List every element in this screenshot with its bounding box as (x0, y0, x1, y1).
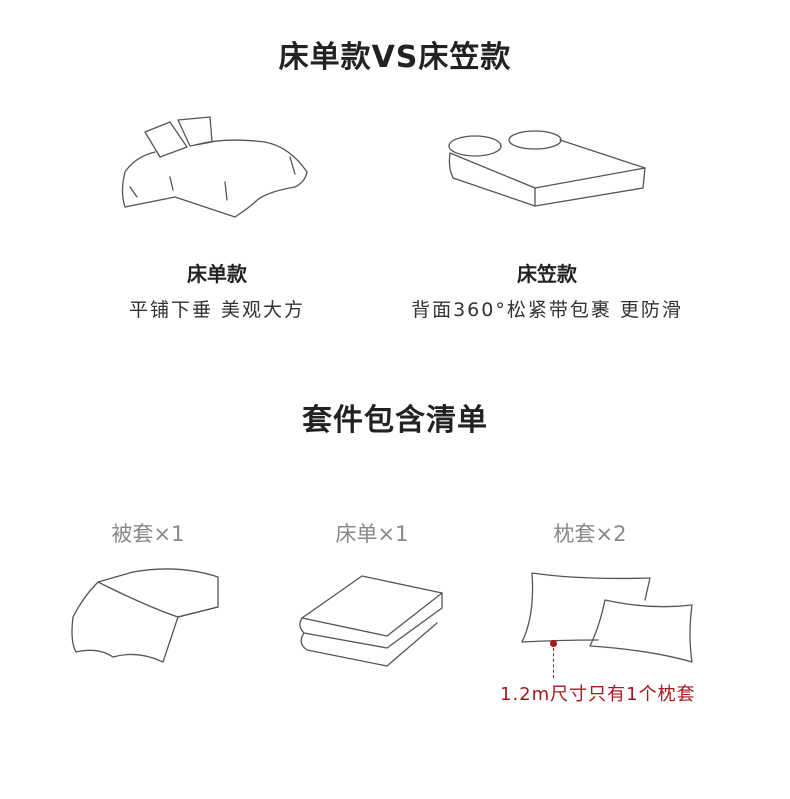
item-label-duvet: 被套×1 (111, 522, 185, 546)
item-label-sheet: 床单×1 (335, 522, 409, 546)
marker-dashed-line (553, 648, 554, 678)
bed-sheet-icon (299, 575, 443, 667)
flat-sheet-bed-icon (121, 116, 308, 218)
contents-title: 套件包含清单 (302, 403, 488, 438)
pillowcase-note: 1.2m尺寸只有1个枕套 (500, 684, 696, 705)
fitted-sheet-desc: 背面360°松紧带包裹 更防滑 (411, 299, 683, 321)
flat-sheet-desc: 平铺下垂 美观大方 (128, 299, 306, 321)
marker-dot (550, 640, 557, 647)
item-label-pillowcase: 枕套×2 (553, 522, 627, 546)
pillowcase-icon (521, 572, 693, 663)
fitted-sheet-bed-icon (448, 130, 646, 207)
page-title: 床单款VS床笠款 (278, 40, 512, 75)
flat-sheet-title: 床单款 (187, 262, 247, 286)
duvet-cover-icon (71, 568, 219, 663)
fitted-sheet-title: 床笠款 (517, 262, 577, 286)
